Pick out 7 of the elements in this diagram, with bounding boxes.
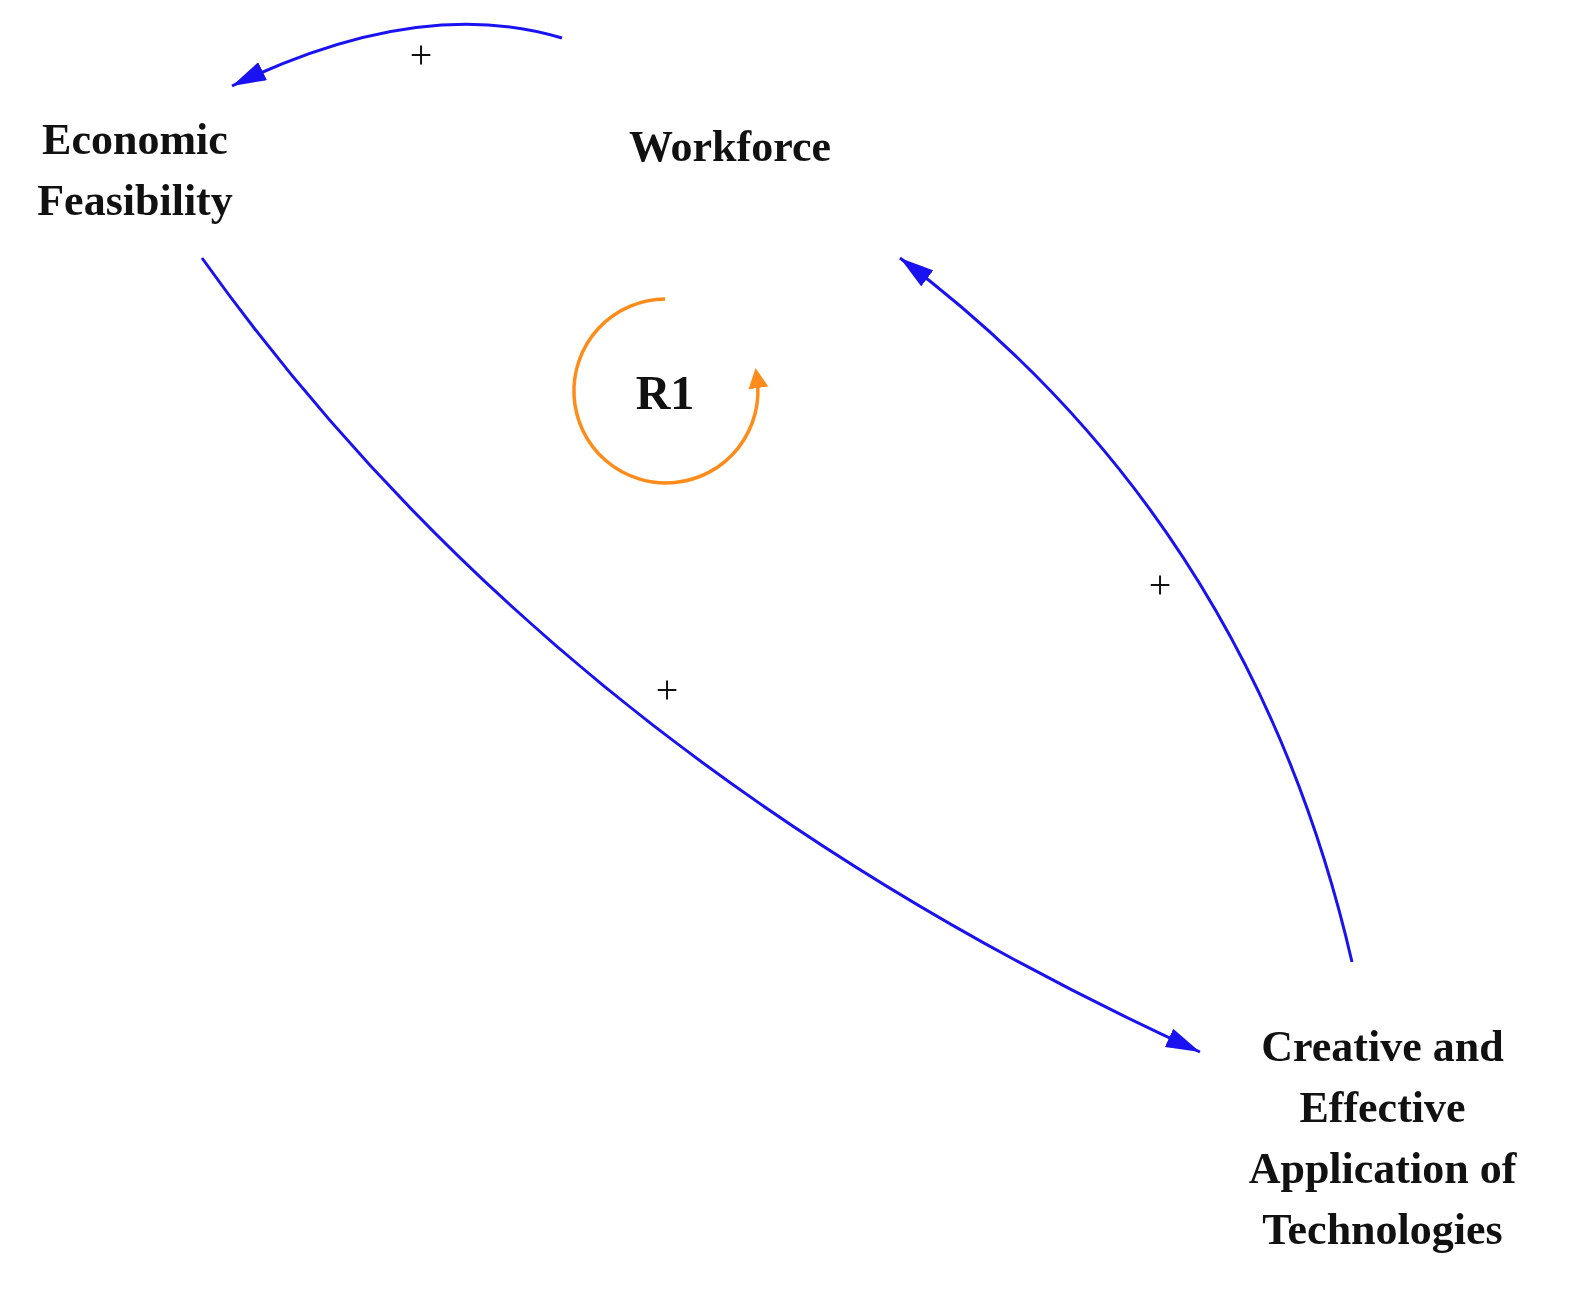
loop-label: R1 — [635, 364, 695, 420]
arrow — [200, 257, 1201, 1054]
variable-label: Creative and Effective Application of Technologies — [1247, 1021, 1518, 1256]
arrow — [231, 22, 563, 88]
variable-label: Economic Feasibility — [36, 114, 234, 227]
arrow — [899, 256, 1354, 963]
variable-label: Workforce — [629, 120, 831, 173]
